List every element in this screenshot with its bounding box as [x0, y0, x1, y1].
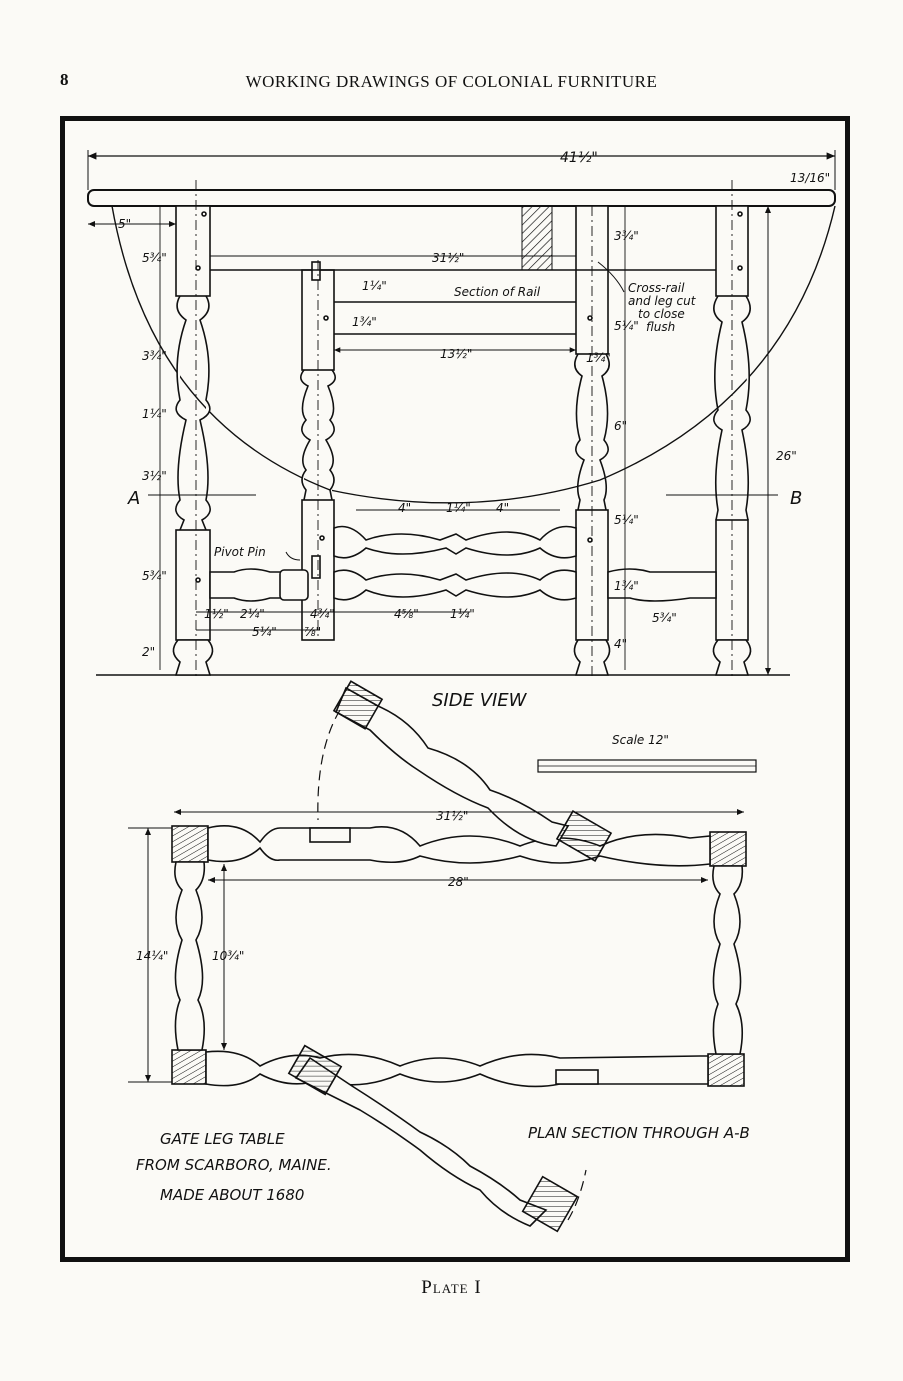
dim-leg-left-5: 5¾": [142, 569, 167, 583]
dim-plan-length: 31½": [436, 809, 468, 823]
side-view-label: SIDE VIEW: [432, 690, 528, 711]
dim-leg-right-2: 5¼": [614, 319, 639, 333]
crossrail-note-1: Cross-rail: [628, 281, 685, 295]
dim-leg-left-2: 3¾": [142, 349, 167, 363]
scale-label: Scale 12": [612, 733, 669, 747]
section-mark-a: A: [127, 488, 140, 509]
crossrail-note-3: to close: [638, 307, 685, 321]
dim-leg-right-6: 1¾": [614, 579, 639, 593]
dim-lower-sub-1: 5¼": [252, 625, 277, 639]
title-line-3: MADE ABOUT 1680: [160, 1186, 304, 1204]
dim-leg-left-3: 1¼": [142, 407, 167, 421]
running-title: WORKING DRAWINGS OF COLONIAL FURNITURE: [245, 72, 658, 91]
dim-right-stub: 5¾": [652, 611, 677, 625]
dim-lower-2: 2¼": [240, 607, 265, 621]
leg-left: [172, 205, 214, 676]
crossrail-note-4: flush: [646, 320, 675, 334]
plan-section: [128, 680, 747, 1233]
dim-leg-right-1: 3¾": [614, 229, 639, 243]
title-line-1: GATE LEG TABLE: [160, 1130, 285, 1148]
dim-gate-rail-2: 1¼": [362, 279, 387, 293]
dim-plan-width: 14¼": [136, 949, 168, 963]
dim-gate-rail-1: 1¾": [352, 315, 377, 329]
section-of-rail-label: Section of Rail: [454, 285, 541, 299]
dim-overhang: 5": [118, 217, 131, 231]
dim-lower-1: 1½": [204, 607, 229, 621]
dim-rail-span: 31½": [432, 251, 464, 265]
dim-overall-top: 41½": [560, 150, 598, 166]
dim-stretcher-1: 4": [398, 501, 411, 515]
dim-stretcher-2: 1¼": [446, 501, 471, 515]
pivot-pin-label: Pivot Pin: [214, 545, 266, 559]
dim-lower-3: 4¾": [310, 607, 335, 621]
dim-leg-right-7: 4": [614, 637, 627, 651]
dim-leg-right-3: 1¾": [586, 351, 611, 365]
dim-lower-sub-2: ⅞": [304, 625, 321, 639]
side-view: [87, 150, 836, 676]
dim-leg-left-1: 5¾": [142, 251, 167, 265]
dim-height: 26": [776, 449, 797, 463]
plate-caption: Plate I: [421, 1277, 482, 1298]
page-number: 8: [60, 70, 69, 89]
scale-bar: [537, 759, 757, 773]
crossrail-note-2: and leg cut: [628, 294, 697, 308]
dim-gate-span: 13½": [440, 347, 472, 361]
section-mark-b: B: [790, 488, 802, 509]
plan-section-label: PLAN SECTION THROUGH A-B: [528, 1124, 750, 1142]
dim-lower-4: 4⅝": [394, 607, 419, 621]
dim-plan-inner: 28": [448, 875, 469, 889]
dim-top-thickness: 13/16": [790, 171, 830, 185]
dim-leg-left-6: 2": [142, 645, 155, 659]
dim-stretcher-3: 4": [496, 501, 509, 515]
dim-leg-left-4: 3½": [142, 469, 167, 483]
dim-plan-inner-width: 10¾": [212, 949, 244, 963]
plate-frame: [60, 116, 850, 1262]
dim-leg-right-4: 6": [614, 419, 627, 433]
dim-lower-5: 1¼": [450, 607, 475, 621]
title-line-2: FROM SCARBORO, MAINE.: [136, 1156, 332, 1174]
dim-leg-right-5: 5¼": [614, 513, 639, 527]
